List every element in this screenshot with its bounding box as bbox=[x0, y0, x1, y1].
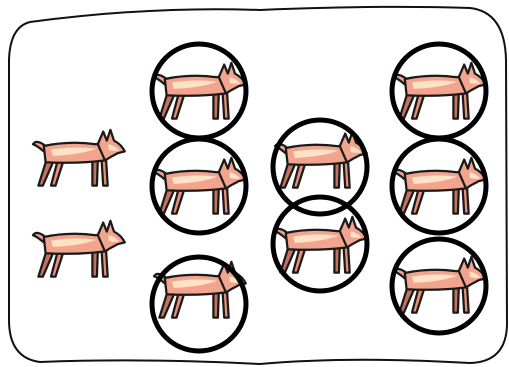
scene bbox=[0, 0, 509, 367]
